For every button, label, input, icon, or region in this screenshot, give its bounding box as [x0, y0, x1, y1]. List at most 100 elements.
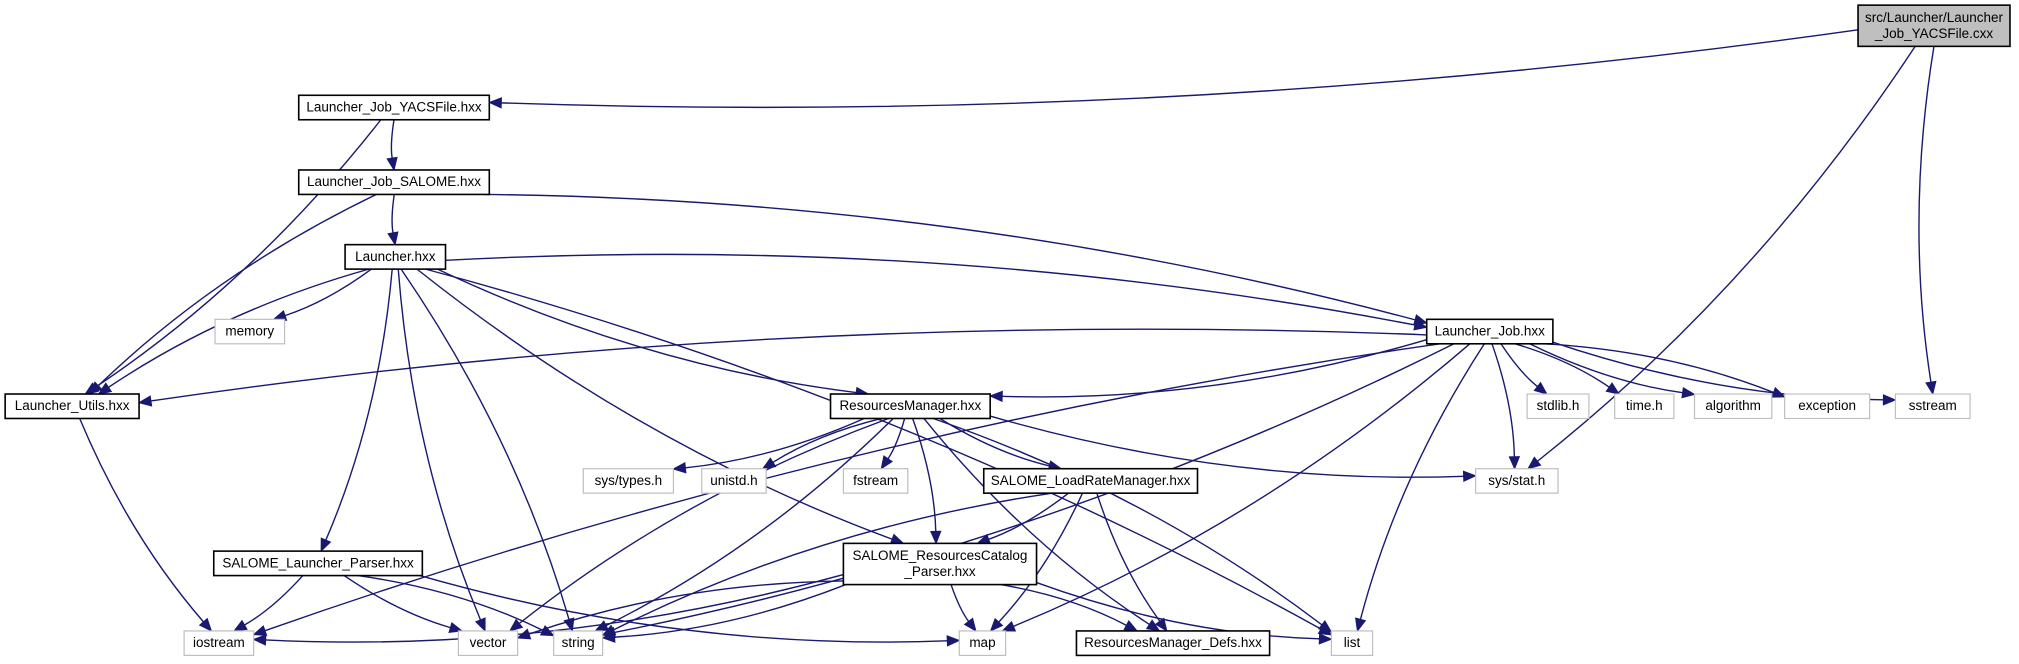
edge-launcher-hxx-to-launcher-parser-hxx — [320, 269, 393, 553]
node-box — [4, 393, 140, 420]
edge-line — [1002, 339, 1427, 398]
node-box — [1894, 393, 1971, 420]
node-box — [214, 318, 286, 345]
edge-job-yacsfile-hxx-to-launcher-utils-hxx — [84, 119, 382, 395]
node-box — [958, 630, 1007, 657]
node-label: SALOME_Launcher_Parser.hxx — [222, 555, 414, 570]
node-label: map — [969, 635, 995, 650]
node-box — [1857, 4, 2011, 48]
edge-line — [1529, 343, 1683, 394]
edge-resources-manager-hxx-to-sys-stat-h — [989, 415, 1477, 483]
edge-job-salome-hxx-to-launcher-job-hxx — [483, 193, 1428, 326]
edge-line — [425, 268, 1322, 630]
arrowhead-icon — [516, 628, 532, 640]
edge-resources-manager-hxx-to-unistd-h — [761, 417, 882, 470]
edge-line — [264, 343, 1440, 632]
edge-launcher-job-hxx-to-map — [1001, 343, 1471, 632]
node-box — [829, 393, 991, 420]
graph-node-time-h: time.h — [1614, 393, 1675, 420]
graph-node-unistd-h: unistd.h — [701, 468, 767, 494]
edge-catalog-parser-hxx-to-vector — [516, 580, 844, 640]
arrowhead-icon — [198, 617, 213, 632]
graph-node-resources-manager-defs-hxx[interactable]: ResourcesManager_Defs.hxx — [1075, 630, 1271, 657]
edge-root-to-sstream — [1918, 46, 1937, 396]
graph-node-map: map — [958, 630, 1007, 657]
edge-line — [911, 418, 937, 532]
edge-line — [501, 29, 1859, 109]
graph-node-launcher-hxx[interactable]: Launcher.hxx — [344, 243, 447, 270]
graph-node-job-salome-hxx[interactable]: Launcher_Job_SALOME.hxx — [297, 169, 491, 196]
arrowhead-icon — [1413, 319, 1428, 331]
node-box — [1614, 393, 1675, 420]
edge-line — [989, 415, 1464, 478]
edge-line — [1491, 343, 1516, 457]
graph-node-job-yacsfile-hxx[interactable]: Launcher_Job_YACSFile.hxx — [297, 94, 491, 121]
node-box — [1693, 393, 1773, 420]
node-box — [701, 468, 767, 494]
arrowhead-icon — [508, 618, 524, 632]
edge-line — [284, 268, 372, 317]
node-label: ResourcesManager_Defs.hxx — [1084, 635, 1262, 650]
edge-line — [400, 268, 570, 620]
edge-launcher-parser-hxx-to-iostream — [232, 575, 304, 632]
graph-node-list: list — [1330, 630, 1374, 657]
edge-line — [1036, 581, 1320, 640]
edge-line — [391, 194, 395, 233]
edge-launcher-parser-hxx-to-vector — [343, 574, 464, 634]
arrowhead-icon — [880, 455, 894, 470]
edge-line — [1096, 492, 1161, 622]
edge-line — [1918, 46, 1935, 383]
edge-line — [94, 119, 382, 388]
edge-line — [437, 268, 857, 394]
arrowhead-icon — [1123, 620, 1139, 632]
graph-node-load-rate-manager-hxx[interactable]: SALOME_LoadRateManager.hxx — [982, 467, 1199, 494]
edge-line — [445, 253, 1416, 326]
edge-resources-manager-hxx-to-sys-types-h — [672, 417, 865, 474]
graph-node-exception: exception — [1784, 393, 1871, 420]
node-label: list — [1344, 635, 1361, 650]
node-label: _Parser.hxx — [903, 564, 976, 579]
node-label: sstream — [1909, 398, 1957, 413]
node-label: exception — [1798, 398, 1856, 413]
edge-line — [1552, 341, 1884, 401]
edge-line — [685, 417, 865, 469]
edge-launcher-job-hxx-to-list — [1355, 343, 1485, 633]
edge-load-rate-manager-hxx-to-catalog-parser-hxx — [976, 492, 1069, 545]
graph-node-resources-manager-hxx[interactable]: ResourcesManager.hxx — [829, 393, 991, 420]
graph-node-launcher-parser-hxx[interactable]: SALOME_Launcher_Parser.hxx — [212, 550, 424, 577]
edge-launcher-job-hxx-to-launcher-utils-hxx — [137, 328, 1427, 407]
edge-launcher-job-hxx-to-iostream — [252, 343, 1440, 636]
graph-node-root[interactable]: src/Launcher/Launcher_Job_YACSFile.cxx — [1857, 4, 2011, 48]
edge-resources-manager-hxx-to-resources-manager-defs-hxx — [923, 418, 1161, 632]
node-label: src/Launcher/Launcher — [1865, 10, 2004, 25]
node-label: sys/stat.h — [1488, 473, 1545, 488]
edge-line — [343, 574, 451, 629]
edge-line — [605, 417, 894, 627]
arrowhead-icon — [386, 156, 398, 172]
node-label: vector — [470, 635, 507, 650]
edge-line — [1500, 343, 1538, 388]
edge-line — [998, 492, 1084, 623]
graph-node-sstream: sstream — [1894, 393, 1971, 420]
edge-line — [1514, 343, 1610, 388]
graph-node-catalog-parser-hxx[interactable]: SALOME_ResourcesCatalog_Parser.hxx — [842, 542, 1038, 586]
edge-line — [397, 269, 482, 621]
arrowhead-icon — [601, 631, 616, 643]
edge-launcher-utils-hxx-to-iostream — [79, 418, 213, 632]
graph-node-launcher-utils-hxx[interactable]: Launcher_Utils.hxx — [4, 393, 140, 420]
graph-node-vector: vector — [457, 630, 519, 657]
edge-launcher-hxx-to-launcher-job-hxx — [445, 253, 1428, 331]
edge-launcher-job-hxx-to-resources-manager-hxx — [988, 339, 1427, 403]
node-label: sys/types.h — [595, 473, 663, 488]
arrowhead-icon — [1145, 619, 1161, 632]
edge-line — [772, 417, 882, 463]
node-label: iostream — [193, 635, 245, 650]
arrowhead-icon — [963, 617, 977, 632]
graph-node-launcher-job-hxx[interactable]: Launcher_Job.hxx — [1425, 318, 1554, 345]
edge-line — [614, 343, 1455, 634]
edge-line — [416, 268, 893, 540]
node-label: Launcher_Job_YACSFile.hxx — [306, 100, 482, 115]
edge-launcher-job-hxx-to-time-h — [1514, 343, 1621, 395]
graph-node-stdlib-h: stdlib.h — [1526, 393, 1590, 420]
